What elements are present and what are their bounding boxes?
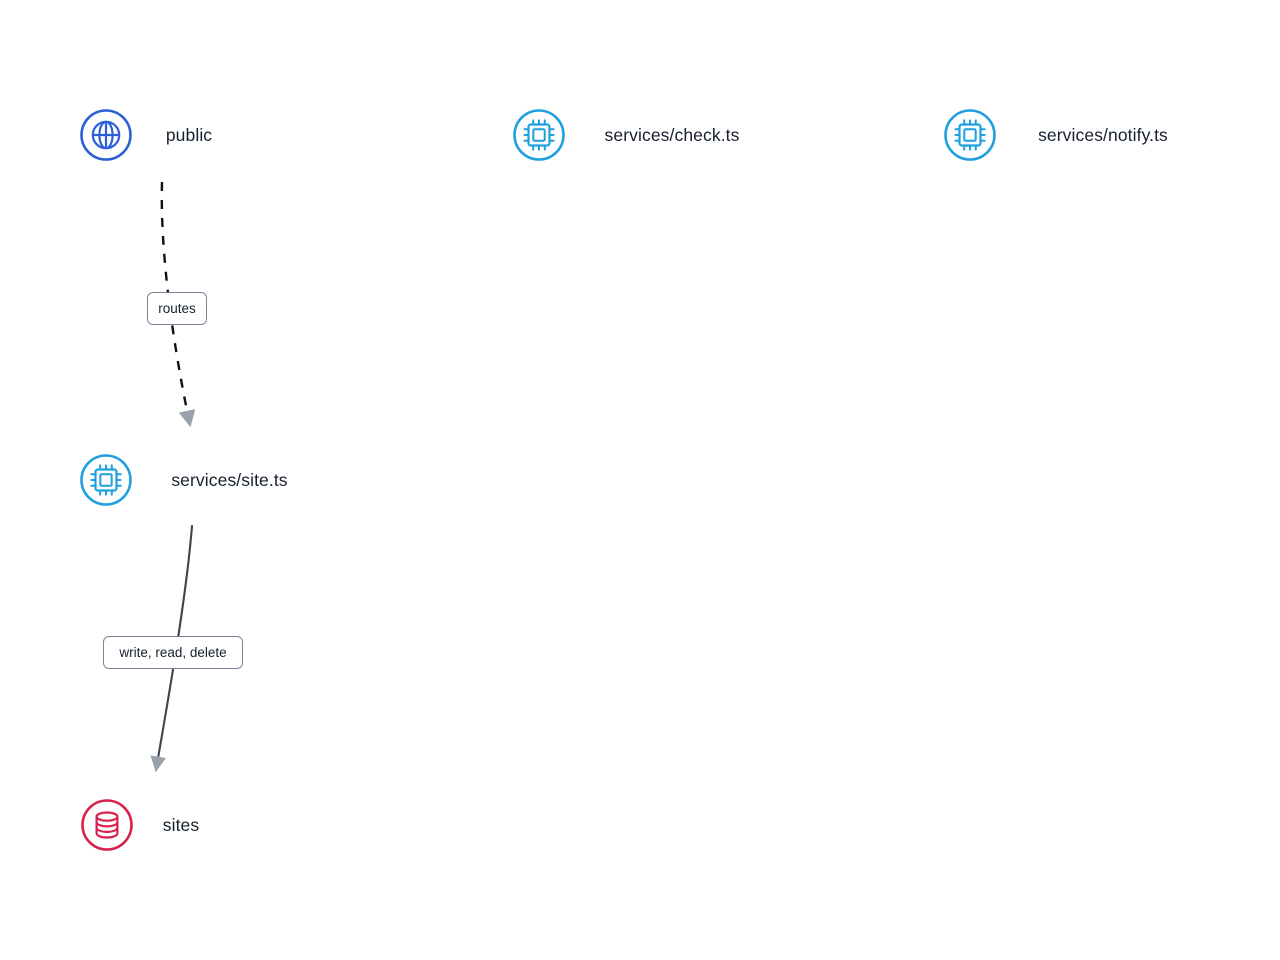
cpu-chip-icon: [75, 449, 137, 511]
cpu-chip-icon: [939, 104, 1001, 166]
node-sites-database[interactable]: sites: [59, 783, 239, 867]
node-services-site[interactable]: services/site.ts: [58, 437, 337, 523]
node-services-notify[interactable]: services/notify.ts: [922, 91, 1220, 179]
node-label: services/notify.ts: [1038, 124, 1168, 145]
node-label: services/check.ts: [604, 124, 740, 145]
edge-label-write-read-delete[interactable]: write, read, delete: [103, 636, 243, 669]
node-label: services/site.ts: [171, 469, 288, 490]
cpu-chip-icon: [508, 104, 570, 166]
node-services-check[interactable]: services/check.ts: [491, 91, 789, 179]
node-label: sites: [162, 814, 200, 835]
edge-label-routes[interactable]: routes: [147, 292, 207, 325]
database-icon: [76, 794, 138, 856]
globe-icon: [75, 104, 137, 166]
node-public[interactable]: public: [58, 91, 256, 179]
node-label: public: [165, 124, 213, 145]
